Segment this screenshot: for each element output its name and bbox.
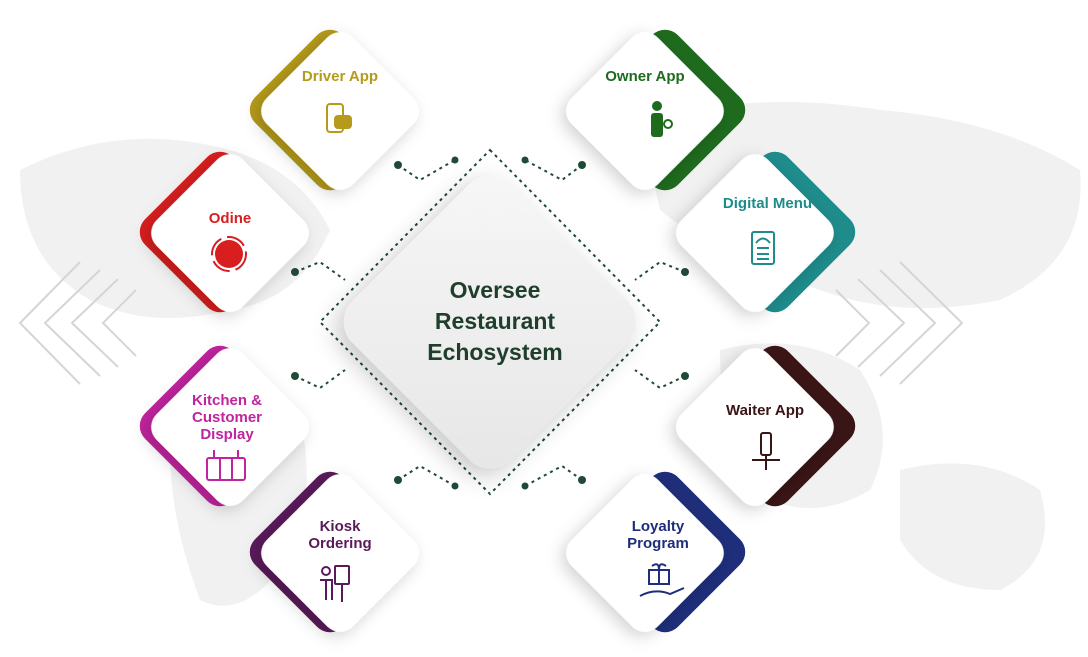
center-title: Oversee Restaurant Echosystem xyxy=(395,275,595,368)
waiter-tray-icon xyxy=(752,432,780,470)
right-chevron-arrows xyxy=(835,261,964,385)
node-label-owner-app: Owner App xyxy=(580,68,710,85)
tile-kitchen-display xyxy=(139,345,309,507)
loyalty-label-line-1: Loyalty xyxy=(631,518,685,535)
center-title-line-3: Echosystem xyxy=(427,339,563,365)
kitchen-label-line-1: Kitchen & xyxy=(191,392,262,409)
connector-dots xyxy=(291,156,689,490)
center-hub xyxy=(344,176,636,468)
owner-app-label: Owner App xyxy=(605,68,685,85)
dashed-connectors xyxy=(294,148,686,496)
waiter-app-label: Waiter App xyxy=(725,402,805,419)
display-board-icon xyxy=(206,450,246,481)
tile-driver-app xyxy=(249,29,419,191)
driver-app-label: Driver App xyxy=(301,68,379,85)
tile-kiosk-ordering xyxy=(249,471,419,633)
center-title-line-1: Oversee xyxy=(449,277,541,303)
node-label-kiosk-ordering: Kiosk Ordering xyxy=(275,518,405,552)
node-label-kitchen-display: Kitchen & Customer Display xyxy=(162,392,292,443)
node-label-driver-app: Driver App xyxy=(275,68,405,85)
tile-owner-app xyxy=(566,29,746,191)
loyalty-label-line-2: Program xyxy=(627,535,689,552)
kiosk-person-icon xyxy=(320,565,350,602)
tile-waiter-app xyxy=(676,345,856,507)
tile-odine xyxy=(139,151,309,313)
digital-menu-label: Digital Menu xyxy=(722,195,813,212)
owner-person-icon xyxy=(651,101,673,137)
odine-label: Odine xyxy=(208,210,252,227)
tile-loyalty-program xyxy=(566,471,746,633)
kiosk-label-line-2: Ordering xyxy=(308,535,372,552)
menu-card-icon xyxy=(751,231,775,265)
gift-hand-icon xyxy=(639,563,685,597)
kitchen-label-line-3: Display xyxy=(200,426,254,443)
node-label-odine: Odine xyxy=(165,210,295,227)
node-label-digital-menu: Digital Menu xyxy=(695,195,840,212)
node-tiles xyxy=(139,29,856,633)
left-chevron-arrows xyxy=(18,261,137,385)
phone-car-icon xyxy=(326,103,352,133)
node-label-waiter-app: Waiter App xyxy=(700,402,830,419)
kiosk-label-line-1: Kiosk xyxy=(319,518,361,535)
node-label-loyalty-program: Loyalty Program xyxy=(593,518,723,552)
odine-logo-icon xyxy=(211,236,247,272)
center-title-line-2: Restaurant xyxy=(434,308,556,334)
kitchen-label-line-2: Customer xyxy=(191,409,262,426)
